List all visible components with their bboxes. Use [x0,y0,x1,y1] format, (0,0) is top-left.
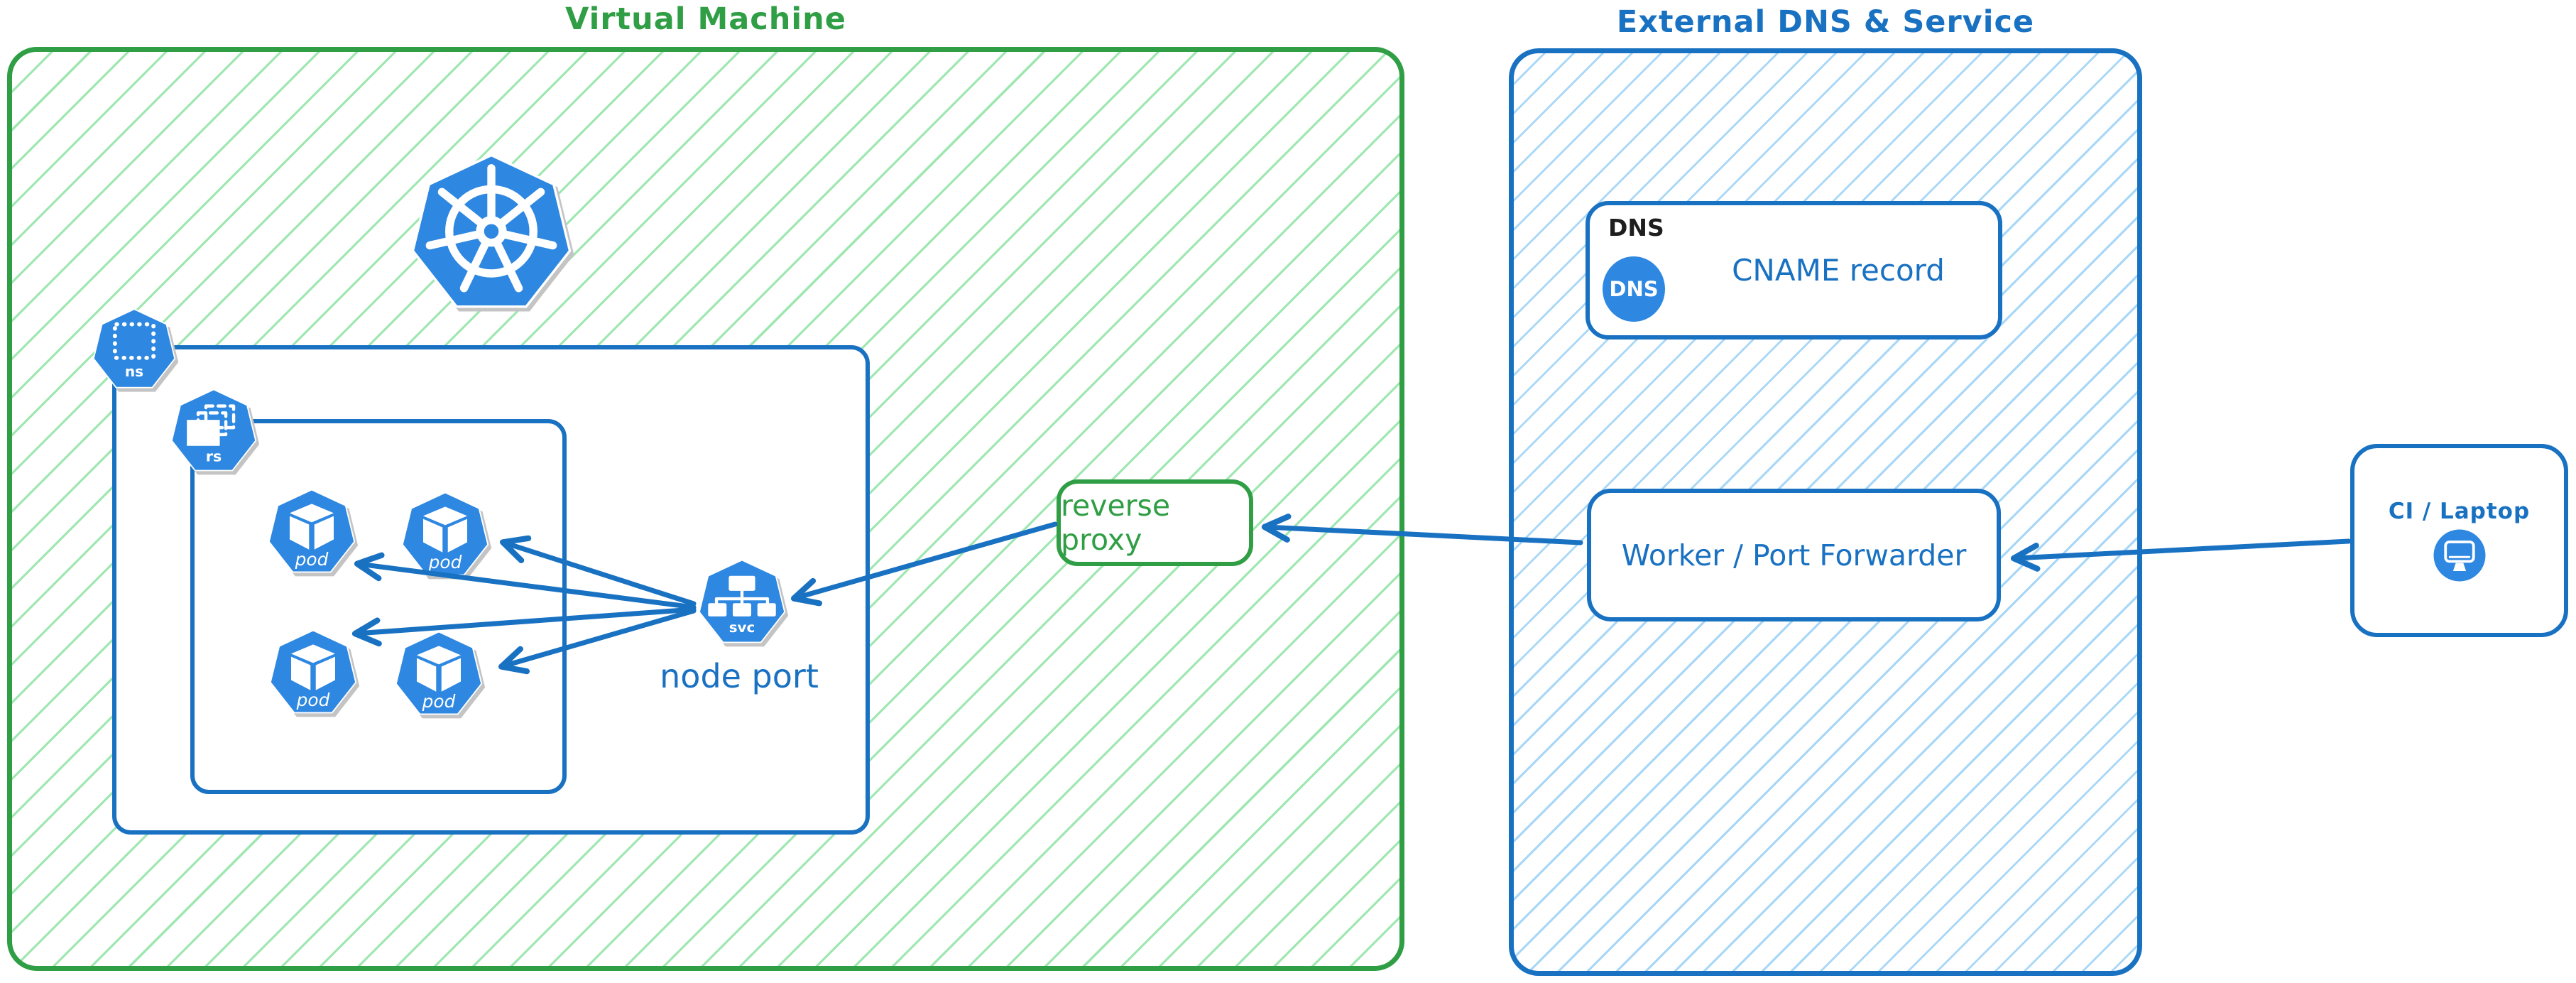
pod-icon-label: pod [295,549,329,570]
reverse-proxy-label: reverse proxy [1061,489,1171,557]
pod-icon: pod [269,629,357,714]
worker-label: Worker / Port Forwarder [1621,538,1967,572]
dns-badge-icon: DNS [1603,256,1665,322]
pod-icon-label: pod [428,552,462,572]
laptop-icon [2433,529,2485,582]
virtual-machine-title: Virtual Machine [565,1,846,37]
service-icon-label: svc [729,619,755,636]
kubernetes-logo-icon [411,153,572,308]
pod-icon: pod [268,489,356,573]
pod-icon-label: pod [422,691,456,712]
namespace-icon: ns [92,308,176,389]
replicaset-icon-label: rs [206,448,222,465]
dns-node: DNS DNS CNAME record [1586,201,2002,340]
pod-icon: pod [401,492,489,576]
ci-laptop-node: CI / Laptop [2350,444,2568,637]
replicaset-icon: rs [170,389,257,472]
dns-header-label: DNS [1608,214,1664,241]
external-dns-title: External DNS & Service [1616,4,2035,40]
pod-icon: pod [395,631,483,715]
pod-icon-label: pod [296,690,330,710]
namespace-icon-label: ns [125,363,143,380]
service-icon: svc [698,559,786,643]
worker-node: Worker / Port Forwarder [1587,489,2001,621]
reverse-proxy-node: reverse proxy [1057,479,1253,566]
ci-laptop-label: CI / Laptop [2388,499,2531,524]
node-port-label: node port [660,657,819,695]
cname-record-label: CNAME record [1732,253,1945,288]
replicaset-box [190,419,567,794]
dns-badge-label: DNS [1609,277,1659,301]
